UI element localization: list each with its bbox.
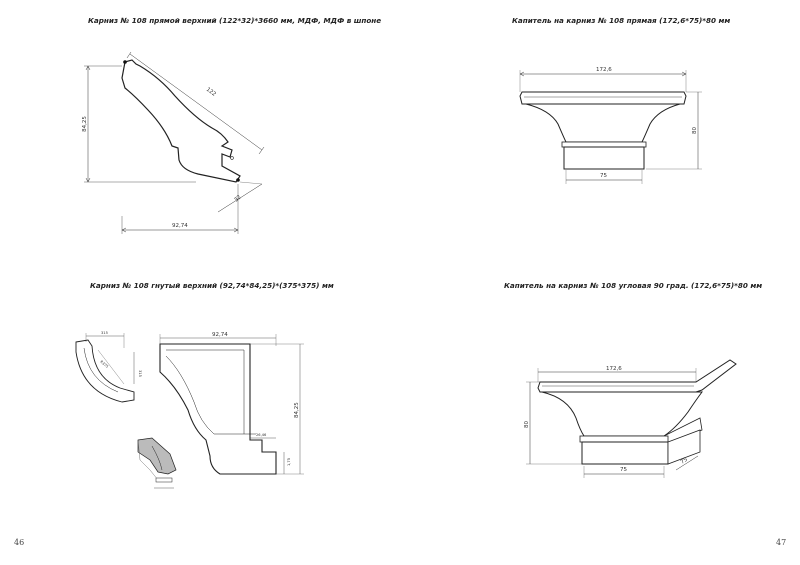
figure2-drawing: 315 315 R375 92,74 84,25 26,46 1,75: [75, 331, 304, 489]
figure3-dim-top: 172,6: [596, 67, 612, 73]
right-page: Капитель на карниз № 108 прямая (172,6*7…: [400, 0, 800, 565]
figure4-dim-side: 75: [680, 456, 690, 465]
figure2-small-diag: R375: [99, 360, 109, 369]
figure1-dim-diag: 122: [205, 87, 217, 98]
figure1-caption: Карниз № 108 прямой верхний (122*32)*366…: [88, 16, 382, 25]
figure1-profile-drawing: 84,25 122 32 92,74: [82, 51, 265, 234]
figure2-dim-height: 84,25: [294, 402, 300, 418]
figure3-dim-height: 80: [692, 127, 698, 134]
figure3-dim-bottom: 75: [600, 173, 607, 179]
figure2-small-top: 315: [101, 331, 108, 335]
figure3-caption: Капитель на карниз № 108 прямая (172,6*7…: [512, 16, 731, 25]
figure2-dim-step: 1,75: [287, 458, 291, 466]
figure4-dim-top: 172,6: [606, 366, 622, 372]
page-number-left: 46: [14, 538, 25, 547]
figure1-dim-width: 92,74: [172, 223, 188, 229]
figure4-caption: Капитель на карниз № 108 угловая 90 град…: [504, 281, 763, 290]
figure2-caption: Карниз № 108 гнутый верхний (92,74*84,25…: [90, 281, 334, 290]
figure3-capital-drawing: 172,6 75 80: [519, 67, 702, 184]
figure4-dim-height: 80: [524, 421, 530, 428]
figure2-small-side: 315: [138, 370, 142, 377]
left-page: Карниз № 108 прямой верхний (122*32)*366…: [14, 16, 382, 547]
figure2-dim-top: 92,74: [212, 332, 228, 338]
figure4-capital-drawing: 172,6 75 80 75: [524, 359, 737, 478]
figure2-dim-inner: 26,46: [256, 433, 267, 437]
page-number-right: 47: [776, 538, 787, 547]
figure4-dim-bottom: 75: [620, 467, 627, 473]
figure1-dim-height: 84,25: [82, 116, 88, 132]
